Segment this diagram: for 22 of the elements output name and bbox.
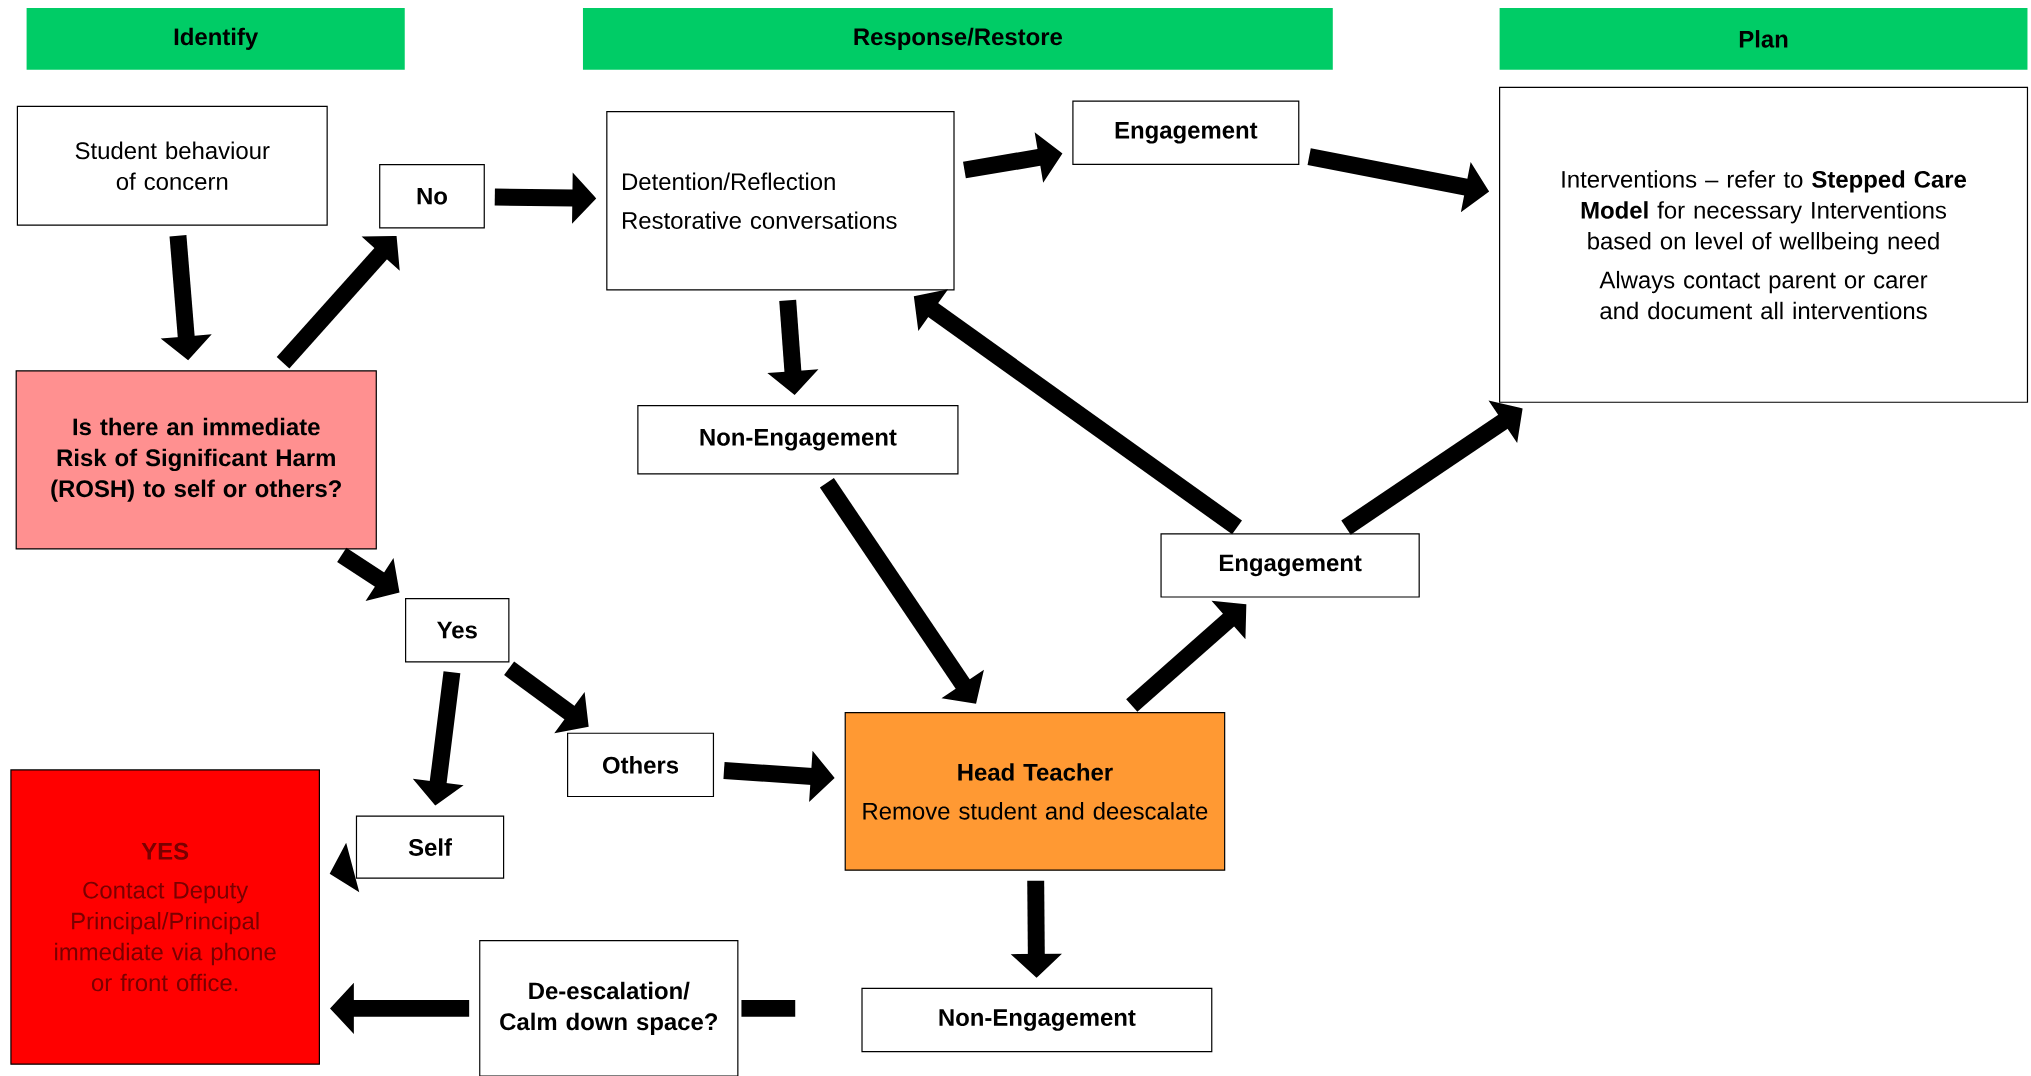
outcome-box: Engagement — [1160, 533, 1420, 598]
column-header: Response/Restore — [582, 7, 1333, 70]
block-arrow — [1126, 600, 1247, 712]
answer-box: Others — [567, 732, 715, 797]
column-header: Plan — [1499, 7, 2028, 70]
answer-box: Self — [355, 815, 505, 879]
outcome-box: Engagement — [1072, 100, 1300, 165]
column-header: Identify — [26, 7, 405, 70]
alert-box: YES Contact Deputy Principal/Principal immediate via phone or front office. — [10, 769, 320, 1065]
action-box: Head Teacher Remove student and deescalate — [844, 711, 1226, 871]
answer-box: No — [379, 163, 485, 229]
block-arrow — [819, 477, 984, 704]
question-box: De-escalation/ Calm down space? — [479, 939, 739, 1076]
block-arrow — [276, 235, 400, 369]
plan-box: Interventions – refer to Stepped Care Model for necessary Interventions based on level of wellbeing need Always contact parent or carer and document all interventions — [1499, 86, 2029, 403]
outcome-box: Non-Engagement — [861, 987, 1213, 1053]
outcome-box: Non-Engagement — [637, 404, 959, 475]
answer-box: Yes — [405, 597, 510, 663]
question-box: Is there an immediate Risk of Significant Harm (ROSH) to self or others? — [15, 370, 377, 550]
block-arrow — [1341, 400, 1523, 535]
process-box: Student behaviour of concern — [16, 105, 328, 226]
process-box: Detention/Reflection Restorative conversations — [606, 110, 955, 291]
